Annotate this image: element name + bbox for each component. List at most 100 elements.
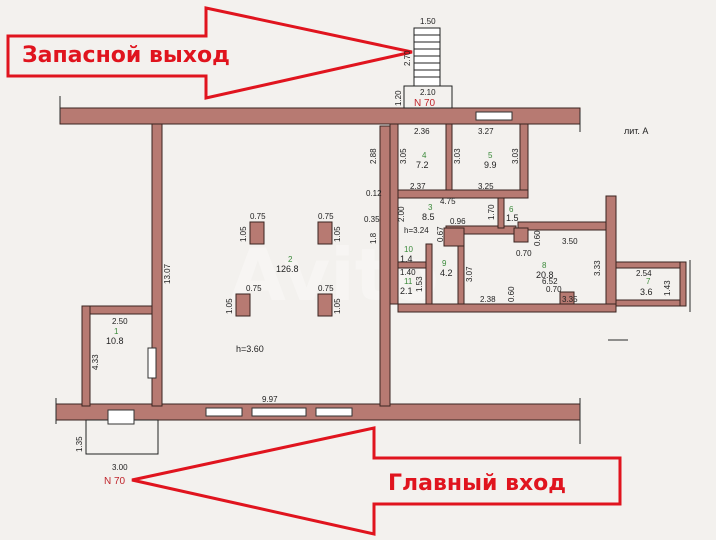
dim-9-97: 9.97: [262, 395, 278, 404]
wall-column: [443, 227, 465, 247]
dim-13-07: 13.07: [163, 263, 172, 284]
dim-0-67: 0.67: [436, 226, 445, 242]
dim-3-03-a: 3.03: [453, 148, 462, 164]
window-bottom-1: [205, 407, 243, 417]
room10-number: 10: [404, 245, 413, 254]
room7-area: 3.6: [640, 287, 653, 297]
room1-number: 1: [114, 327, 119, 336]
height-hall: h=3.60: [236, 344, 264, 354]
window-bottom-2: [251, 407, 307, 417]
wall-r4-r5: [445, 123, 453, 191]
wall-r8-right: [605, 195, 617, 309]
window-bottom-3: [315, 407, 353, 417]
wall-block-bottom: [397, 303, 617, 313]
watermark: Avito: [230, 233, 439, 317]
main-entrance-arrow: [131, 426, 622, 536]
room10-area: 1.4: [400, 254, 413, 264]
dim-3-50: 3.50: [562, 237, 578, 246]
dim-4-33: 4.33: [91, 354, 100, 370]
dim-0-96: 0.96: [450, 217, 466, 226]
dim-stair-height: 2.70: [403, 50, 412, 66]
column3-height: 1.05: [225, 298, 234, 314]
room11-number: 11: [404, 277, 413, 286]
height-room3: h=3.24: [404, 226, 429, 235]
dim-3-33: 3.33: [593, 260, 602, 276]
dim-0-70-a: 0.70: [516, 249, 532, 258]
dim-0-60-b: 0.60: [507, 286, 516, 302]
dim-0-12: 0.12: [366, 189, 382, 198]
wall-room1-top: [81, 305, 153, 315]
wall-r10: [425, 243, 433, 305]
room9-area: 4.2: [440, 268, 453, 278]
column4-height: 1.05: [333, 298, 342, 314]
column-4: [317, 293, 333, 317]
column-2: [317, 221, 333, 245]
wall-hall-right: [379, 125, 391, 407]
column4-width: 0.75: [318, 284, 334, 293]
column-3: [235, 293, 251, 317]
wall-r7-top: [615, 261, 685, 269]
dim-1-40: 1.40: [400, 268, 416, 277]
dim-1-35: 1.35: [75, 436, 84, 452]
dim-0-70-b: 0.70: [546, 285, 562, 294]
wall-r7-right: [679, 261, 687, 307]
room8-area: 20.8: [536, 270, 554, 280]
dim-2-54: 2.54: [636, 269, 652, 278]
room8-number: 8: [542, 261, 547, 270]
dim-3-05: 3.05: [399, 148, 408, 164]
dim-2-38: 2.38: [480, 295, 496, 304]
wall-hall-left: [151, 123, 163, 407]
room3-number: 3: [428, 203, 433, 212]
room5-number: 5: [488, 151, 493, 160]
column2-width: 0.75: [318, 212, 334, 221]
house-number-bottom: N 70: [104, 476, 126, 487]
dim-1-53: 1.53: [415, 276, 424, 292]
dim-4-75: 4.75: [440, 197, 456, 206]
room6-area: 1.5: [506, 213, 519, 223]
dim-3-00: 3.00: [112, 463, 128, 472]
dim-3-07: 3.07: [465, 266, 474, 282]
wall-r8-top: [517, 221, 609, 231]
liter-label: лит. А: [624, 126, 648, 136]
emergency-exit-label: Запасной выход: [22, 43, 230, 68]
wall-block: [389, 123, 399, 305]
dim-landing-height: 1.20: [394, 90, 403, 106]
dim-2-37: 2.37: [410, 182, 426, 191]
wall-r5-right: [519, 123, 529, 195]
room9-number: 9: [442, 259, 447, 268]
porch: [85, 419, 159, 455]
dim-2-00: 2.00: [397, 206, 406, 222]
dim-0-35: 0.35: [364, 215, 380, 224]
room2-number: 2: [288, 255, 293, 264]
wall-r4-bottom: [397, 189, 529, 199]
emergency-exit-arrow: [6, 6, 413, 100]
wall-column-2: [513, 227, 529, 243]
room3-area: 8.5: [422, 212, 435, 222]
room7-number: 7: [646, 277, 651, 286]
dim-3-03-b: 3.03: [511, 148, 520, 164]
room4-area: 7.2: [416, 160, 429, 170]
window-top: [475, 111, 513, 121]
dim-1-43: 1.43: [663, 280, 672, 296]
room2-area: 126.8: [276, 264, 299, 274]
column2-height: 1.05: [333, 226, 342, 242]
dim-3-35: 3.35: [562, 295, 578, 304]
room6-number: 6: [509, 205, 514, 214]
house-number-top: N 70: [414, 98, 436, 109]
dim-6-52: 6.52: [542, 277, 558, 286]
wall-r6: [497, 197, 505, 229]
room5-area: 9.9: [484, 160, 497, 170]
column-1: [249, 221, 265, 245]
dim-2-88: 2.88: [369, 148, 378, 164]
room1-area: 10.8: [106, 336, 124, 346]
wall-room1-left: [81, 305, 91, 407]
dim-landing-width: 2.10: [420, 88, 436, 97]
wall-r10-r11: [397, 261, 427, 269]
dim-0-60-a: 0.60: [533, 230, 542, 246]
room11-area: 2.1: [400, 286, 413, 296]
room4-number: 4: [422, 151, 427, 160]
dim-3-25: 3.25: [478, 182, 494, 191]
column1-width: 0.75: [250, 212, 266, 221]
dim-1-8: 1.8: [369, 232, 378, 244]
